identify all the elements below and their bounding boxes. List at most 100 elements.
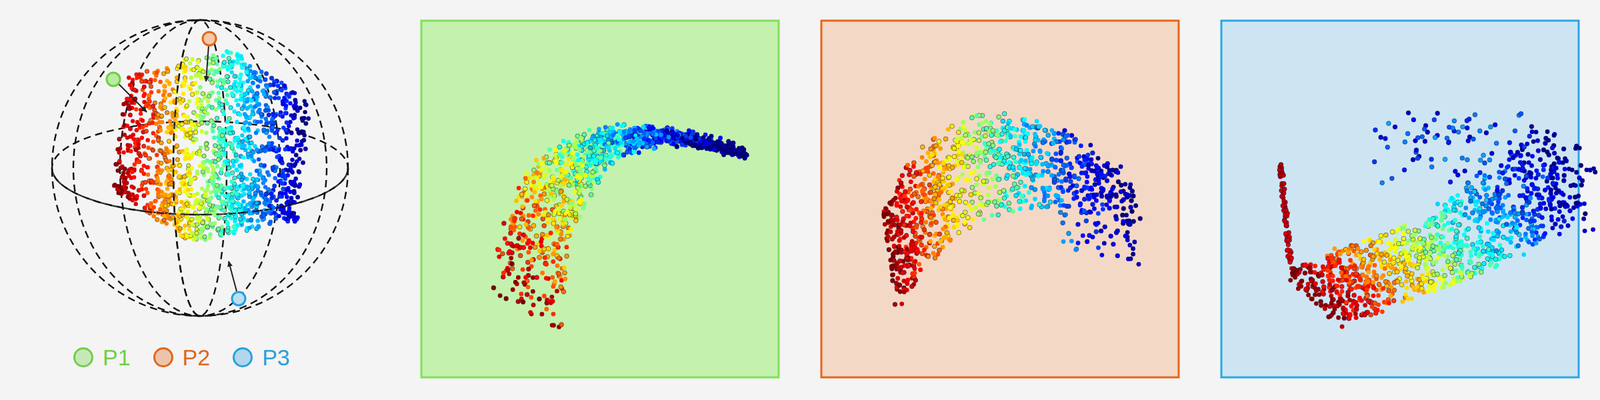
- cloud-point: [256, 218, 260, 223]
- cloud-point: [174, 144, 179, 148]
- cloud-point: [259, 70, 264, 74]
- cloud-point: [232, 229, 236, 234]
- cloud-point: [218, 170, 223, 175]
- cloud-point: [128, 149, 133, 154]
- cloud-point: [293, 162, 298, 166]
- cloud-point: [274, 198, 278, 202]
- cloud-point: [195, 169, 200, 174]
- cloud-point: [234, 152, 238, 157]
- cloud-point: [298, 182, 302, 187]
- cloud-point: [248, 201, 252, 206]
- cloud-point: [304, 102, 308, 107]
- cloud-point: [155, 217, 160, 222]
- cloud-point: [270, 112, 275, 116]
- cloud-point: [269, 76, 274, 80]
- cloud-point: [153, 198, 158, 203]
- cloud-point: [288, 120, 292, 124]
- cloud-point: [234, 98, 238, 102]
- cloud-point: [158, 80, 162, 84]
- cloud-point: [130, 192, 134, 197]
- cloud-point: [293, 98, 298, 102]
- cloud-point: [185, 114, 190, 119]
- cloud-point: [235, 60, 240, 65]
- cloud-point: [165, 186, 170, 191]
- cloud-point: [268, 95, 272, 100]
- cloud-point: [183, 64, 188, 69]
- cloud-point: [152, 205, 156, 210]
- cloud-point: [250, 89, 255, 94]
- cloud-point: [210, 105, 214, 110]
- cloud-point: [252, 144, 257, 148]
- cloud-point: [190, 166, 194, 170]
- cloud-point: [188, 170, 192, 175]
- cloud-point: [281, 186, 286, 191]
- cloud-point: [168, 100, 173, 104]
- cloud-point: [238, 76, 242, 81]
- cloud-point: [121, 150, 126, 154]
- cloud-point: [544, 198, 550, 203]
- cloud-point: [185, 192, 190, 196]
- cloud-point: [162, 218, 166, 222]
- cloud-point: [255, 120, 260, 124]
- cloud-point: [193, 80, 198, 85]
- cloud-point: [165, 69, 170, 74]
- cloud-point: [242, 62, 247, 66]
- cloud-point: [241, 199, 246, 204]
- cloud-point: [242, 143, 247, 148]
- cloud-point: [226, 172, 231, 177]
- cloud-point: [158, 105, 162, 110]
- cloud-point: [255, 91, 260, 96]
- cloud-point: [218, 215, 222, 220]
- cloud-point: [245, 97, 250, 102]
- cloud-point: [247, 146, 252, 150]
- cloud-point: [300, 160, 305, 165]
- cloud-point: [264, 71, 268, 76]
- cloud-point: [306, 116, 310, 121]
- cloud-point: [250, 80, 255, 85]
- cloud-point: [234, 167, 239, 172]
- cloud-point: [186, 209, 190, 214]
- cloud-point: [122, 166, 127, 171]
- cloud-point: [211, 60, 216, 65]
- cloud-point: [289, 113, 294, 118]
- cloud-point: [549, 294, 554, 300]
- cloud-point: [260, 144, 264, 149]
- cloud-point: [183, 120, 188, 124]
- cloud-point: [240, 139, 244, 144]
- cloud-point: [145, 165, 150, 170]
- cloud-point: [304, 121, 308, 126]
- cloud-point: [496, 247, 502, 252]
- cloud-point: [212, 221, 217, 226]
- cloud-point: [302, 98, 307, 103]
- cloud-point: [238, 72, 243, 77]
- cloud-point: [156, 188, 161, 192]
- cloud-point: [284, 216, 288, 221]
- cloud-point: [237, 82, 242, 87]
- cloud-point: [224, 88, 228, 92]
- cloud-point: [290, 170, 295, 174]
- cloud-point: [215, 70, 220, 74]
- cloud-point: [190, 217, 194, 222]
- cloud-point: [160, 168, 164, 172]
- cloud-point: [235, 223, 240, 228]
- cloud-point: [178, 233, 183, 238]
- cloud-point: [228, 105, 233, 110]
- cloud-point: [246, 88, 250, 93]
- cloud-point: [276, 84, 280, 88]
- cloud-point: [253, 191, 258, 196]
- cloud-point: [205, 121, 210, 126]
- cloud-point: [230, 204, 234, 208]
- cloud-point: [183, 68, 188, 73]
- cloud-point: [190, 204, 194, 209]
- cloud-point: [198, 85, 202, 90]
- cloud-point: [270, 165, 275, 170]
- cloud-point: [168, 126, 172, 131]
- cloud-point: [140, 79, 144, 84]
- cloud-point: [254, 168, 259, 173]
- cloud-point: [278, 194, 282, 199]
- cloud-point: [125, 143, 130, 148]
- cloud-point: [230, 170, 235, 175]
- cloud-point: [144, 129, 148, 134]
- cloud-point: [537, 296, 542, 302]
